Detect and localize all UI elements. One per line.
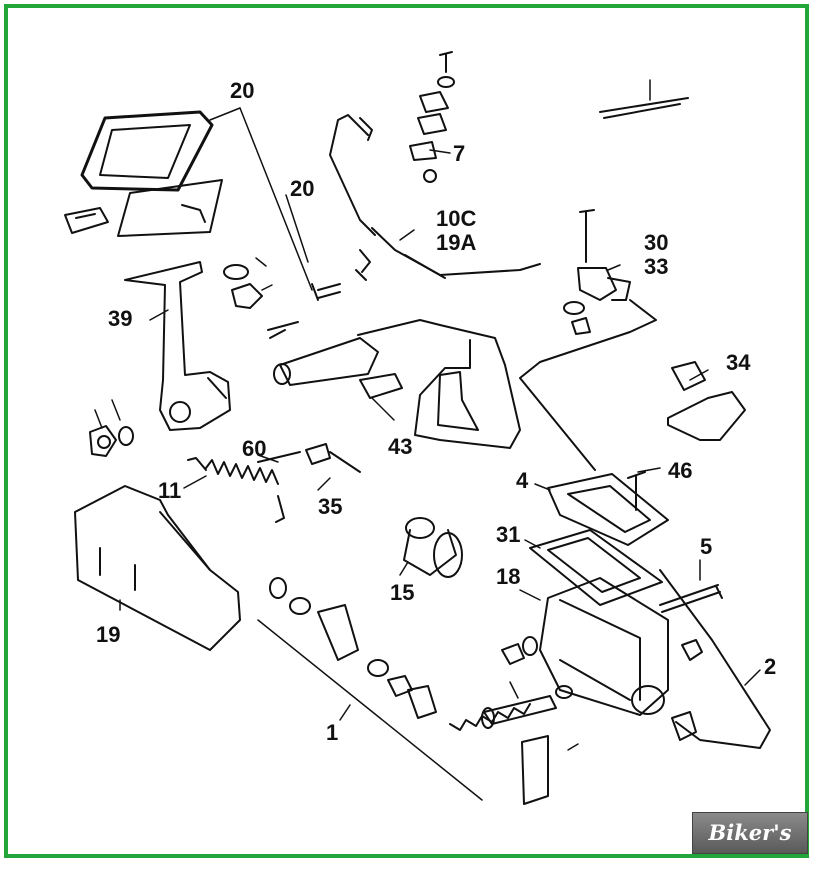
- master-cylinder: [539, 577, 669, 716]
- callout-35: 35: [318, 494, 343, 519]
- callout-11: 11: [158, 478, 182, 503]
- watermark-text: Biker's Store: [708, 820, 792, 885]
- pushrod: [257, 443, 361, 473]
- callout-31: 31: [496, 522, 521, 547]
- callout-15: 15: [390, 580, 415, 605]
- reservoir-mount: [667, 361, 746, 441]
- bolt-small-2: [267, 321, 299, 331]
- callout-34: 34: [726, 350, 751, 375]
- bolt-small: [311, 283, 341, 301]
- gasket: [529, 529, 663, 606]
- fitting-2: [671, 711, 697, 741]
- callout-20-top: 20: [230, 78, 255, 103]
- callout-18: 18: [496, 564, 521, 589]
- stud: [659, 584, 723, 613]
- nut-5: [681, 639, 703, 661]
- pivot-nut: [231, 283, 263, 309]
- long-bolt: [481, 695, 557, 729]
- brake-line: [329, 114, 541, 279]
- pivot-shaft: [269, 329, 379, 386]
- hose-clip-assembly: [409, 51, 455, 183]
- pedal-cover: [74, 485, 241, 651]
- cover-plate: [547, 473, 669, 546]
- callout-2: 2: [764, 654, 777, 679]
- callout-4: 4: [516, 468, 529, 493]
- callout-10c: 10C: [436, 206, 477, 231]
- pedal-pad-plate: [117, 179, 223, 237]
- return-spring: [187, 457, 285, 523]
- callout-20-mid: 20: [290, 176, 315, 201]
- mounting-bracket: [357, 319, 521, 449]
- banjo-fitting: [519, 209, 657, 471]
- pad-gasket: [64, 207, 109, 234]
- callout-19: 19: [96, 622, 121, 647]
- block-43: [359, 373, 403, 399]
- clip-2: [355, 269, 367, 281]
- callout-5: 5: [700, 534, 713, 559]
- brake-pedal-arm: [124, 261, 231, 431]
- cylinder-washer: [522, 636, 538, 656]
- callout-19a: 19A: [436, 230, 477, 255]
- cotter-pin: [599, 97, 689, 119]
- pedal-nut: [89, 425, 117, 457]
- bottom-washer: [555, 685, 573, 699]
- clip: [359, 249, 371, 273]
- callout-30: 30: [644, 230, 669, 255]
- callout-39: 39: [108, 306, 133, 331]
- leader-lines: [94, 79, 761, 801]
- screw-46: [627, 471, 646, 511]
- callout-60: 60: [242, 436, 267, 461]
- boot: [403, 517, 463, 578]
- pedal-pad-rubber: [80, 110, 214, 192]
- callout-7: 7: [453, 141, 466, 166]
- diagram-border: [4, 4, 809, 858]
- bikers-store-watermark: Biker's Store: [692, 812, 808, 885]
- decal: [521, 735, 549, 805]
- pedal-washer: [118, 426, 134, 446]
- piston-assembly: [269, 577, 531, 731]
- callout-33: 33: [644, 254, 669, 279]
- cylinder-nut: [501, 643, 525, 665]
- brake-line-2: [659, 569, 771, 749]
- washer: [223, 264, 249, 280]
- exploded-parts-diagram: [4, 4, 809, 858]
- callout-46: 46: [668, 458, 693, 483]
- callout-43: 43: [388, 434, 413, 459]
- callout-1: 1: [326, 720, 339, 745]
